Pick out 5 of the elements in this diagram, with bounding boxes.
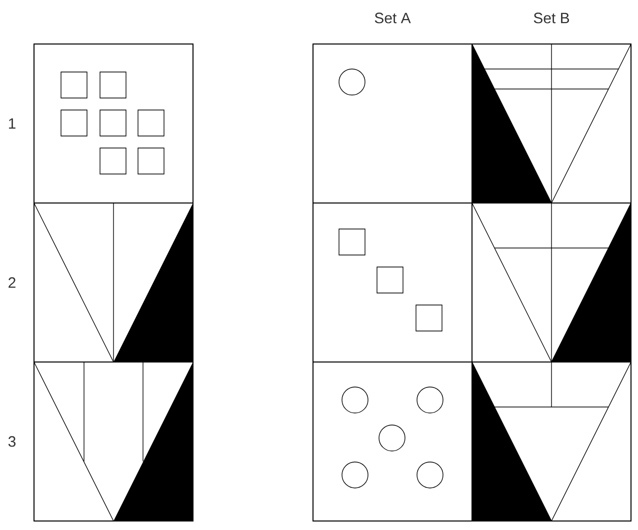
row-number: 3	[8, 436, 16, 447]
row-number: 1	[8, 118, 16, 129]
column-heading: Set B	[534, 12, 570, 24]
row-number: 2	[8, 277, 16, 288]
column-heading: Set A	[374, 12, 411, 24]
